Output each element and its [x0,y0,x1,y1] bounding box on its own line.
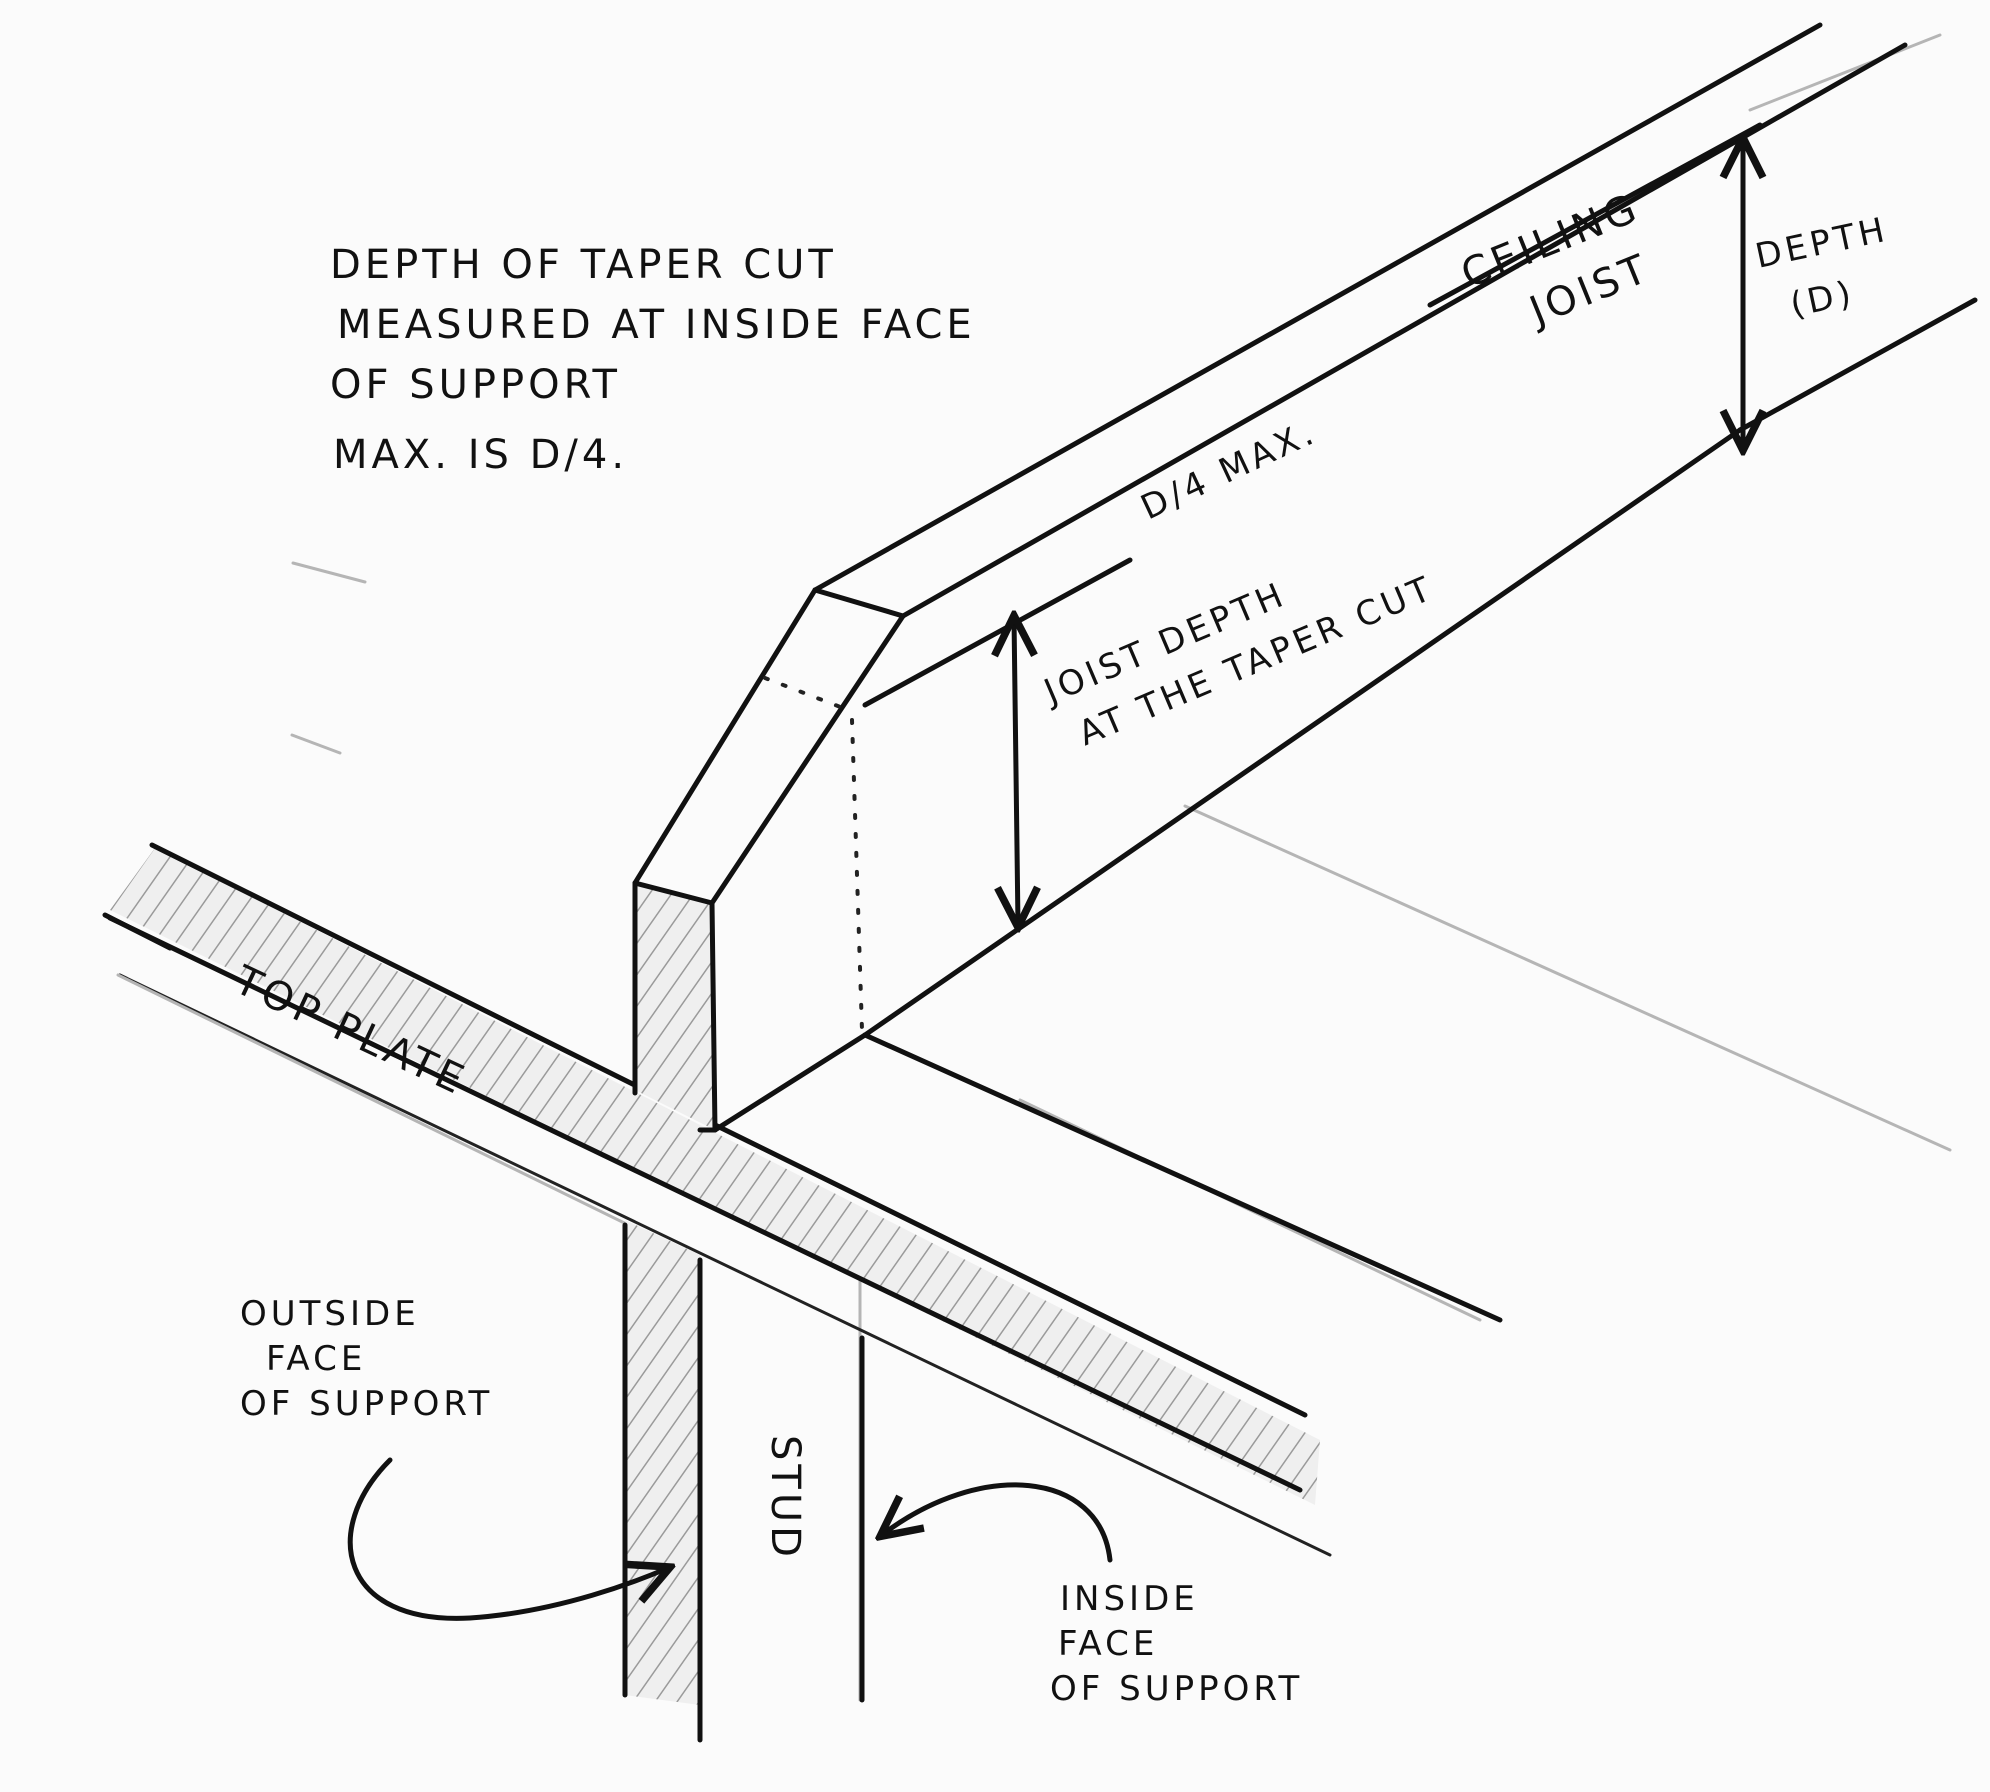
taper-cut-note: DEPTH OF TAPER CUT MEASURED AT INSIDE FA… [330,242,976,478]
outside-face-label: OUTSIDE FACE OF SUPPORT [240,1294,493,1424]
inside-face-label-line-1: INSIDE [1060,1579,1199,1619]
note-line-4: MAX. IS D/4. [333,432,628,478]
outside-face-label-line-1: OUTSIDE [240,1294,420,1334]
stud-label: STUD [762,1435,808,1561]
outside-face-leader-arrow [347,1457,668,1621]
depth-label-line-1: DEPTH [1752,210,1892,277]
note-line-2: MEASURED AT INSIDE FACE [337,302,976,348]
inside-face-label-line-2: FACE [1058,1624,1158,1664]
ceiling-joist [632,22,1978,1323]
inside-face-label: INSIDE FACE OF SUPPORT [1050,1579,1303,1709]
note-line-3: OF SUPPORT [330,362,621,408]
taper-depth-dimension-arrow [1014,618,1018,925]
note-line-1: DEPTH OF TAPER CUT [330,242,837,288]
joist-depth-label: JOIST DEPTH AT THE TAPER CUT [1037,568,1440,754]
outside-face-label-line-2: FACE [266,1339,366,1379]
depth-label: DEPTH (D) [1752,210,1892,326]
stud [622,1220,865,1743]
inside-face-label-line-3: OF SUPPORT [1050,1669,1303,1709]
outside-face-label-line-3: OF SUPPORT [240,1384,493,1424]
top-plate [102,842,1332,1557]
depth-label-line-2: (D) [1787,273,1859,326]
inside-face-leader-arrow [882,1482,1113,1563]
